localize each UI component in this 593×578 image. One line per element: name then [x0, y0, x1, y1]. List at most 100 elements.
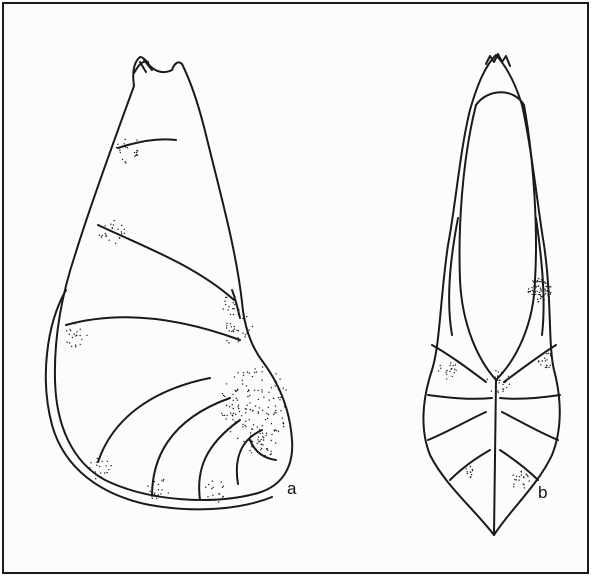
stipple-dot — [250, 435, 251, 436]
specimen-a-keel — [46, 290, 272, 509]
stipple-dot — [276, 430, 277, 431]
specimen-a-suture-6 — [199, 420, 240, 500]
stipple-dot — [497, 380, 498, 381]
stipple-dot — [519, 476, 520, 477]
stipple-dot — [278, 389, 279, 390]
stipple-dot — [533, 286, 534, 287]
stipple-dot — [224, 415, 225, 416]
stipple-dot — [534, 279, 535, 280]
stipple-dot — [105, 233, 106, 234]
stipple-dot — [267, 418, 268, 419]
stipple-dot — [66, 330, 67, 331]
stipple-dot — [269, 399, 270, 400]
stipple-dot — [268, 407, 269, 408]
stipple-dot — [278, 397, 279, 398]
stipple-dot — [226, 415, 227, 416]
stipple-dot — [467, 473, 468, 474]
stipple-dot — [453, 365, 454, 366]
stipple-dot — [282, 417, 283, 418]
stipple-dot — [136, 152, 137, 153]
stipple-dot — [117, 229, 118, 230]
stipple-dot — [455, 364, 456, 365]
stipple-dot — [237, 406, 238, 407]
stipple-dot — [502, 391, 503, 392]
specimen-b-left-lobe-4 — [428, 412, 486, 440]
stipple-dot — [155, 496, 156, 497]
stipple-dot — [226, 327, 227, 328]
stipple-dot — [235, 421, 236, 422]
stipple-dot — [446, 374, 447, 375]
stipple-dot — [119, 150, 120, 151]
stipple-dot — [258, 441, 259, 442]
stipple-dot — [232, 404, 233, 405]
stipple-dot — [238, 314, 239, 315]
stipple-dot — [70, 330, 71, 331]
stipple-dot — [252, 326, 253, 327]
stipple-dot — [534, 289, 535, 290]
stipple-dot — [245, 323, 246, 324]
stipple-dot — [550, 293, 551, 294]
stipple-dot — [498, 371, 499, 372]
specimen-a-suture-4 — [98, 378, 210, 462]
stipple-dot — [550, 353, 551, 354]
stipple-dot — [237, 372, 238, 373]
stipple-dot — [545, 290, 546, 291]
stipple-dot — [513, 486, 514, 487]
stipple-dot — [544, 358, 545, 359]
stipple-dot — [95, 478, 96, 479]
stipple-dot — [158, 489, 159, 490]
stipple-dot — [258, 390, 259, 391]
stipple-dot — [538, 356, 539, 357]
stipple-dot — [509, 384, 510, 385]
specimen-a-suture-7 — [237, 430, 262, 484]
stipple-dot — [505, 381, 506, 382]
stipple-dot — [262, 391, 263, 392]
stipple-dot — [550, 355, 551, 356]
stipple-dot — [218, 493, 219, 494]
stipple-dot — [528, 291, 529, 292]
stipple-dot — [278, 431, 279, 432]
stipple-dot — [540, 289, 541, 290]
stipple-dot — [271, 387, 272, 388]
stipple-dot — [487, 379, 488, 380]
stipple-dot — [242, 424, 243, 425]
stipple-dot — [154, 493, 155, 494]
stipple-dot — [283, 388, 284, 389]
stipple-dot — [274, 430, 275, 431]
stipple-dot — [221, 481, 222, 482]
stipple-dot — [503, 389, 504, 390]
stipple-dot — [226, 297, 227, 298]
stipple-dot — [225, 297, 226, 298]
stipple-dot — [538, 286, 539, 287]
stipple-dot — [107, 461, 108, 462]
stipple-dot — [531, 287, 532, 288]
stipple-dot — [223, 496, 224, 497]
stipple-dot — [274, 412, 275, 413]
specimen-b-left-lobe-2 — [432, 345, 486, 382]
specimen-b-right-lobe-5 — [500, 450, 538, 480]
stipple-dot — [521, 471, 522, 472]
stipple-dot — [231, 326, 232, 327]
specimen-a-suture-9 — [232, 290, 240, 318]
stipple-dot — [102, 235, 103, 236]
stipple-dot — [541, 279, 542, 280]
stipple-dot — [109, 240, 110, 241]
stipple-dot — [230, 323, 231, 324]
stipple-dot — [237, 389, 238, 390]
stipple-dot — [251, 452, 252, 453]
stipple-dot — [265, 455, 266, 456]
stipple-dot — [549, 296, 550, 297]
stipple-dot — [154, 481, 155, 482]
stipple-dot — [225, 304, 226, 305]
stipple-dot — [95, 471, 96, 472]
stipple-dot — [462, 468, 463, 469]
stipple-dot — [501, 372, 502, 373]
stipple-dot — [526, 474, 527, 475]
stipple-dot — [238, 408, 239, 409]
stipple-dot — [506, 379, 507, 380]
stipple-dot — [545, 360, 546, 361]
stipple-dot — [535, 281, 536, 282]
stipple-dot — [540, 288, 541, 289]
stipple-dot — [535, 285, 536, 286]
stipple-dot — [544, 299, 545, 300]
